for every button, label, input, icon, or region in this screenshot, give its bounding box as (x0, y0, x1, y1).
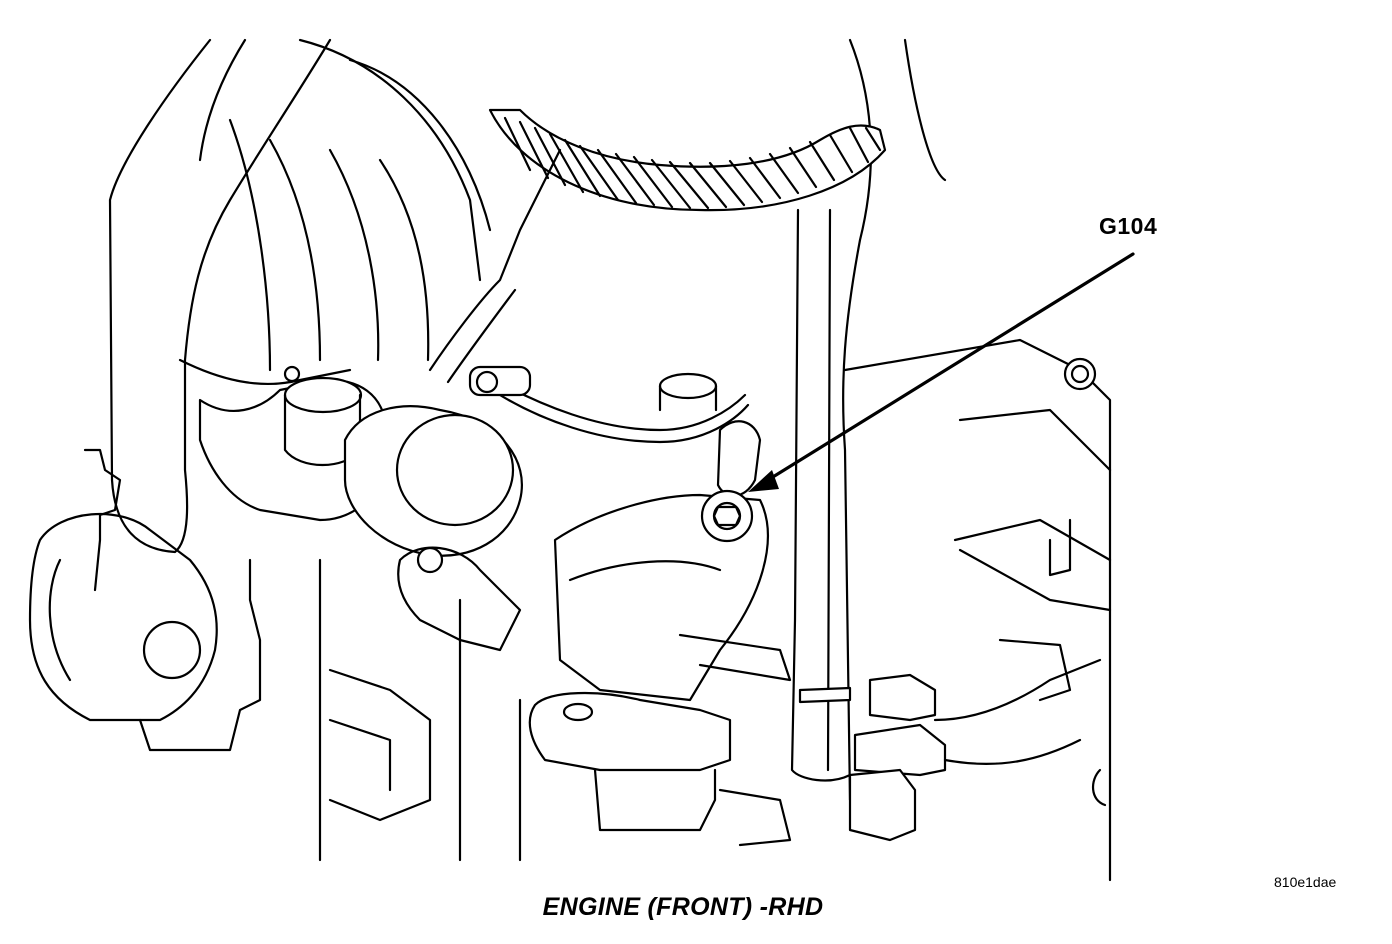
ground-point-label: G104 (1099, 213, 1158, 239)
figure-caption: ENGINE (FRONT) -RHD (542, 893, 824, 921)
g104-leader-arrow (748, 252, 1135, 492)
engine-outline (28, 38, 1112, 882)
loom-ridges (503, 116, 882, 210)
figure-id: 810e1dae (1274, 874, 1337, 890)
